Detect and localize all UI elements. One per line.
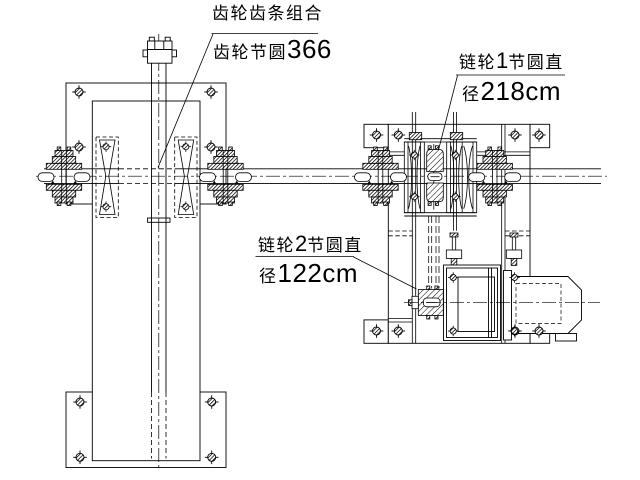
sprocket-1-number: 1 [496, 48, 509, 73]
rack-shaft [147, 34, 171, 470]
leader-gear-rack [157, 33, 214, 168]
motor-terminal-box [555, 333, 577, 342]
rack-collar [147, 217, 171, 223]
sprocket-1-upper [426, 149, 444, 172]
motor-flange [503, 270, 512, 341]
sprocket-1-suffix: 节圆直 [508, 53, 564, 72]
sprocket-2-number: 2 [295, 231, 308, 256]
sprocket-2-dia-label: 径 [259, 267, 278, 286]
annotation-sprocket-2-value: 径 122cm [259, 260, 358, 286]
sprocket-2-dia-value: 122cm [277, 258, 359, 288]
gearbox-screws [445, 232, 523, 266]
sprocket-2-suffix: 节圆直 [307, 236, 363, 255]
sprocket-2-prefix: 链轮 [258, 236, 295, 255]
sprocket-1-dia-label: 径 [462, 85, 481, 104]
gear-pitch-value: 366 [287, 34, 332, 64]
gear-profile-left [99, 139, 116, 215]
rack-column-housing [91, 100, 201, 462]
sprocket-1-lower [426, 182, 444, 203]
leader-lines [157, 33, 565, 290]
left-bearing-blocks [95, 136, 198, 218]
motor-hidden-outline [515, 283, 562, 324]
annotation-sprocket-2-title: 链轮 2 节圆直 [258, 233, 363, 255]
gear-pitch-label: 齿轮节圆 [213, 43, 287, 62]
gear-profile-right [177, 139, 195, 215]
annotation-gear-rack-value: 齿轮节圆 366 [213, 36, 332, 62]
annotation-gear-rack-title: 齿轮齿条组合 [212, 5, 323, 22]
sprocket-1-prefix: 链轮 [459, 53, 496, 72]
leader-sprocket-2 [353, 256, 417, 290]
annotation-sprocket-1-title: 链轮 1 节圆直 [459, 50, 564, 72]
bearing-nut-plates [408, 132, 464, 141]
annotation-sprocket-1-value: 径 218cm [462, 78, 561, 104]
leader-sprocket-1 [438, 75, 458, 151]
rack-top-fitting [142, 36, 177, 64]
motor [503, 270, 582, 342]
gearbox [443, 264, 501, 341]
motor-body [511, 276, 582, 334]
sprocket-1-dia-value: 218cm [480, 76, 562, 106]
gear-rack-label: 齿轮齿条组合 [212, 4, 323, 23]
